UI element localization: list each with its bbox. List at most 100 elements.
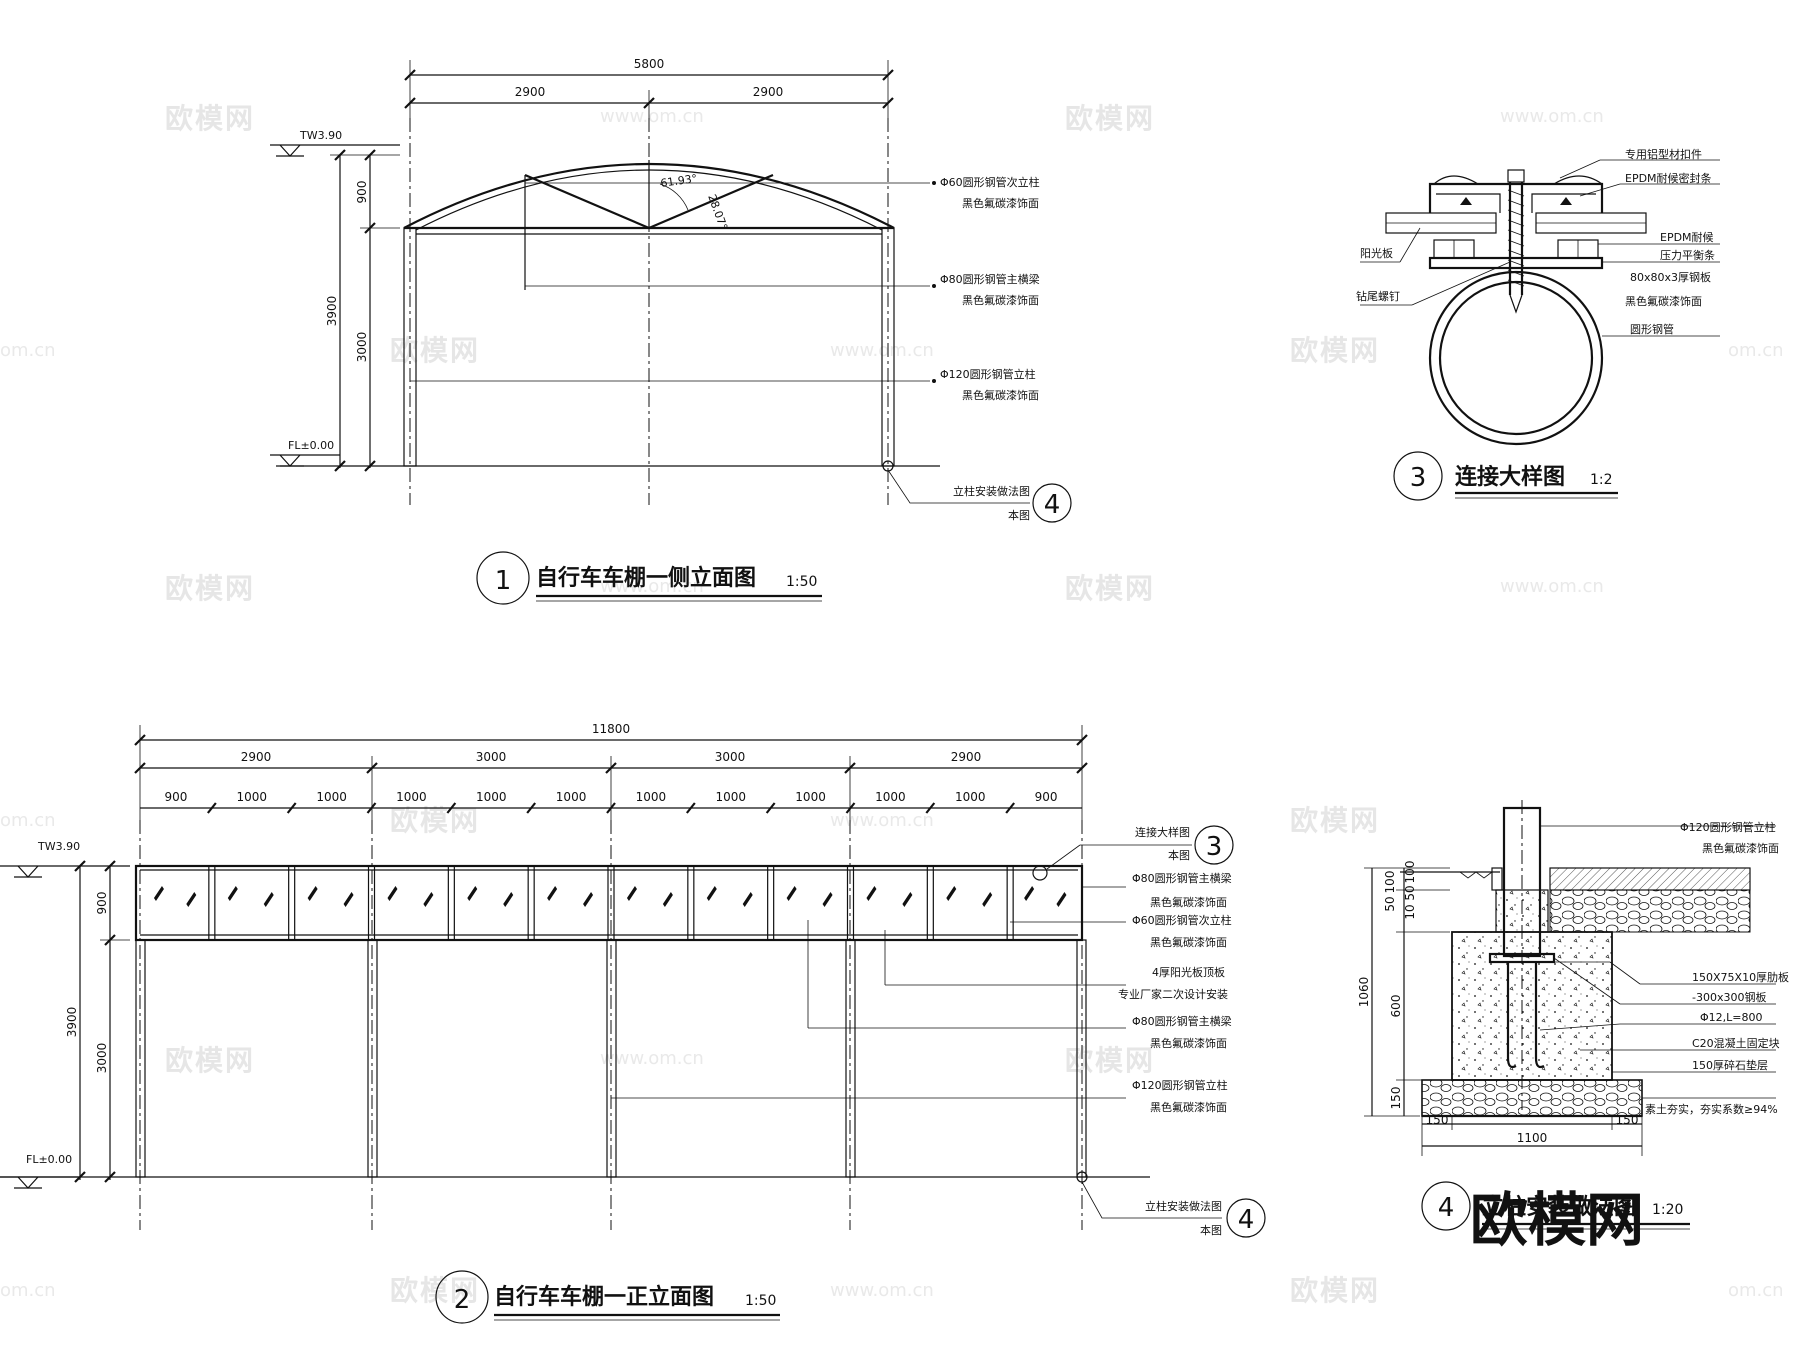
watermark-brand: 欧模网 [1290, 334, 1380, 367]
callout-finish: 黑色氟碳漆饰面 [1150, 1036, 1227, 1050]
reference-sub: 本图 [1168, 848, 1190, 862]
secondary-post [687, 865, 695, 941]
callout-finish: 黑色氟碳漆饰面 [1150, 935, 1227, 949]
reference-sub: 本图 [1008, 508, 1030, 522]
dimension-chain-vertical: 3900 900 3000 [325, 149, 400, 472]
dim-sub-label: 1000 [636, 790, 667, 804]
watermark-url: om.cn [0, 340, 56, 361]
reference-text: 连接大样图 [1135, 825, 1190, 839]
glass-hatch-mark [307, 886, 318, 901]
detail3-label-screw: 钻尾螺钉 [1356, 289, 1400, 303]
detail3-label-panel: 阳光板 [1360, 246, 1393, 260]
dim-sub-label: 1000 [955, 790, 986, 804]
angle-label: 28.07° [705, 193, 730, 232]
dim-sub-label: 1000 [715, 790, 746, 804]
callout-finish: 黑色氟碳漆饰面 [1150, 1100, 1227, 1114]
drawing-title: 4 立柱安装做法图 1:20 [1421, 1181, 1690, 1231]
watermark-logo: 欧模网 [1470, 1186, 1644, 1254]
dim-tick [446, 802, 457, 814]
reference-sub: 本图 [1200, 1223, 1222, 1237]
dim-sub-label: 1000 [795, 790, 826, 804]
drawing-title: 1 自行车车棚一侧立面图 1:50 [476, 551, 822, 605]
watermark-brand: 欧模网 [1290, 1274, 1380, 1307]
secondary-post [767, 865, 775, 941]
detail4-label-plate: -300x300钢板 [1692, 990, 1766, 1004]
dim-tick [845, 802, 856, 814]
glass-hatch-mark [1056, 892, 1067, 907]
reference-number: 3 [1206, 832, 1223, 862]
dim-sub-label: 1000 [236, 790, 267, 804]
dim-tick [206, 802, 217, 814]
watermark-url: om.cn [0, 1280, 56, 1301]
glass-hatch-mark [742, 892, 753, 907]
reference-bubble: 立柱安装做法图 本图 4 [887, 469, 1072, 523]
dim-sub-label: 900 [164, 790, 187, 804]
level-marker-floor: FL±0.00 [270, 439, 340, 467]
dim-layer: 600 [1389, 995, 1403, 1018]
dim-height-col: 3000 [355, 332, 369, 363]
reference-text: 立柱安装做法图 [1145, 1199, 1222, 1213]
dim-half: 2900 [753, 85, 784, 99]
glass-hatch-mark [547, 886, 558, 901]
dim-sub-label: 1000 [875, 790, 906, 804]
dimension-chain-top: 5800 2900 2900 [404, 57, 894, 118]
dim-layer: 100 [1403, 861, 1417, 884]
secondary-post [288, 865, 296, 941]
detail4-label-soil: 素土夯实，夯实系数≥94% [1645, 1102, 1778, 1116]
dim-bay: 3000 [715, 750, 746, 764]
title-number: 3 [1410, 463, 1427, 493]
glass-hatch-mark [946, 886, 957, 901]
dimension-chain-vertical: 3900 900 3000 [65, 860, 130, 1183]
glass-hatch-mark [626, 886, 637, 901]
dim-tick [685, 802, 696, 814]
callout-main-beam: Φ80圆形钢管主横梁 [940, 272, 1040, 286]
dim-width: 150 [1616, 1113, 1639, 1127]
title-text: 连接大样图 [1455, 464, 1565, 490]
dim-bay: 2900 [241, 750, 272, 764]
detail4-label-gravel: 150厚碎石垫层 [1692, 1058, 1768, 1072]
detail3-label-plate: 80x80x3厚钢板 [1630, 270, 1711, 284]
dim-width: 150 [1426, 1113, 1449, 1127]
glass-hatch-mark [902, 892, 913, 907]
callout-secondary-post: Φ60圆形钢管次立柱 [940, 175, 1040, 189]
level-marker-floor: FL±0.00 [0, 1153, 80, 1189]
dim-tick [925, 802, 936, 814]
dimension-chain-vertical: 1060 100 50 100 50 10 600 150 [1357, 861, 1450, 1117]
watermark-brand: 欧模网 [1065, 1044, 1155, 1077]
watermark-brand: 欧模网 [390, 334, 480, 367]
dim-half: 2900 [515, 85, 546, 99]
canopy-frame [0, 864, 1150, 1183]
callout-leaders [611, 886, 1126, 1099]
watermark-brand: 欧模网 [390, 804, 480, 837]
callout-leaders [1559, 159, 1720, 337]
level-top-label: TW3.90 [299, 129, 342, 142]
callout-main-beam: Φ80圆形钢管主横梁 [1132, 1014, 1232, 1028]
dim-total: 5800 [634, 57, 665, 71]
glass-hatch-mark [227, 886, 238, 901]
dim-height-total: 3900 [65, 1007, 79, 1038]
callout-finish: 黑色氟碳漆饰面 [1150, 895, 1227, 909]
callout-finish: 黑色氟碳漆饰面 [962, 196, 1039, 210]
dim-layer: 10 [1403, 904, 1417, 919]
glass-hatch-mark [186, 892, 197, 907]
level-floor-label: FL±0.00 [288, 439, 334, 452]
secondary-post [926, 865, 934, 941]
drawing-title: 2 自行车车棚一正立面图 1:50 [435, 1270, 780, 1324]
detail3-label-seal: EPDM耐候密封条 [1625, 171, 1712, 185]
glass-hatch-mark [263, 892, 274, 907]
reference-number: 4 [1238, 1205, 1255, 1235]
watermark-url: om.cn [0, 810, 56, 831]
title-scale: 1:20 [1652, 1202, 1683, 1218]
title-number: 2 [454, 1285, 471, 1315]
glass-hatch-mark [1024, 886, 1035, 901]
dim-tick [1005, 802, 1016, 814]
detail3-label-epdm: EPDM耐候 [1660, 230, 1714, 244]
title-scale: 1:50 [745, 1293, 776, 1309]
dim-bay: 3000 [476, 750, 507, 764]
callout-install-note: 专业厂家二次设计安装 [1118, 987, 1228, 1001]
detail3-label-finish: 黑色氟碳漆饰面 [1625, 294, 1702, 308]
watermark-url: www.om.cn [1500, 576, 1604, 597]
